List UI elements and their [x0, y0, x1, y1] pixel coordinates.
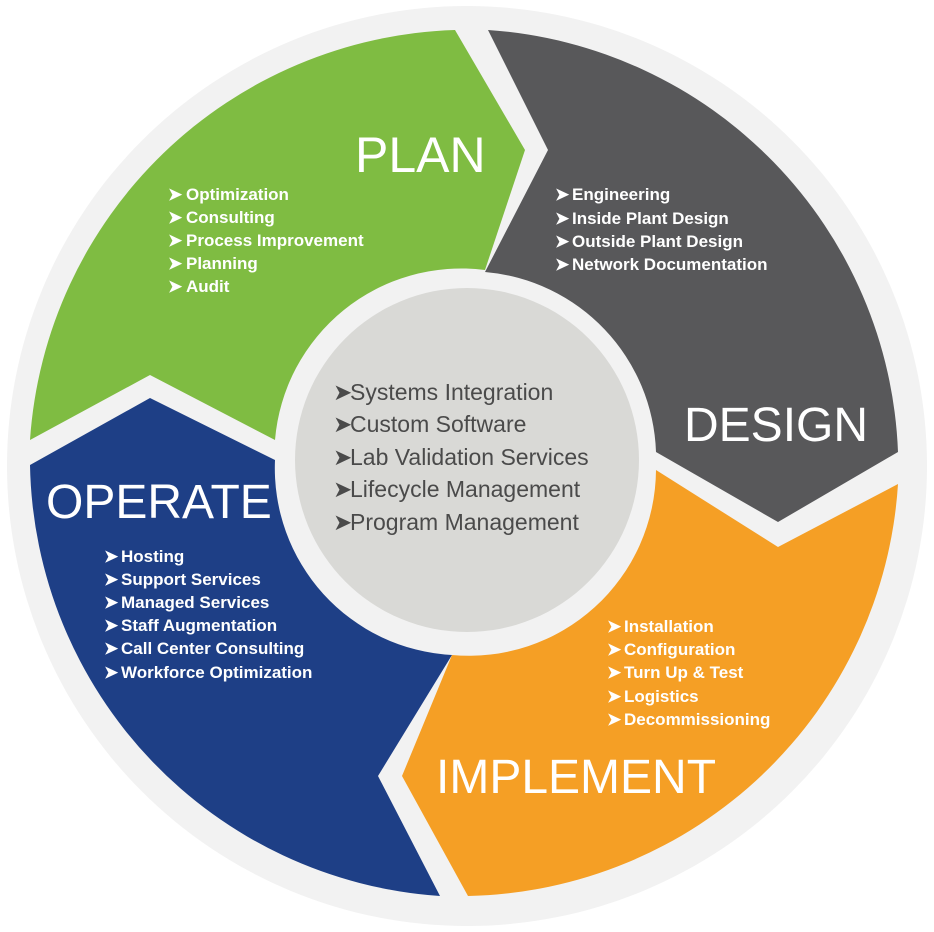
- plan-segment: [30, 30, 525, 440]
- implement-list: ➤ Installation ➤ Configuration ➤ Turn Up…: [607, 617, 770, 729]
- plan-bullet-icon: ➤: [168, 277, 183, 296]
- operate-bullet-icon: ➤: [104, 593, 119, 612]
- operate-bullet-icon: ➤: [104, 616, 119, 635]
- implement-item: Decommissioning: [624, 710, 770, 729]
- operate-bullet-icon: ➤: [104, 570, 119, 589]
- center-bullet-icon: ➤: [333, 509, 352, 535]
- center-item: Systems Integration: [350, 379, 553, 405]
- design-bullet-icon: ➤: [555, 255, 570, 274]
- operate-title: OPERATE: [46, 476, 272, 529]
- plan-item: Planning: [186, 254, 258, 273]
- plan-list: ➤ Optimization ➤ Consulting ➤ Process Im…: [168, 185, 364, 296]
- center-bullet-icon: ➤: [333, 379, 352, 405]
- design-title: DESIGN: [684, 399, 868, 452]
- implement-bullet-icon: ➤: [607, 617, 622, 636]
- design-item: Inside Plant Design: [572, 209, 729, 228]
- implement-item: Installation: [624, 617, 714, 636]
- plan-title: PLAN: [355, 127, 486, 183]
- center-circle: [295, 288, 639, 632]
- operate-bullet-icon: ➤: [104, 663, 119, 682]
- center-bullet-icon: ➤: [333, 476, 352, 502]
- plan-bullet-icon: ➤: [168, 208, 183, 227]
- center-item: Custom Software: [350, 411, 526, 437]
- implement-bullet-icon: ➤: [607, 687, 622, 706]
- operate-item: Managed Services: [121, 593, 269, 612]
- center-item: Program Management: [350, 509, 579, 535]
- plan-item: Process Improvement: [186, 231, 364, 250]
- implement-item: Configuration: [624, 640, 735, 659]
- operate-item: Support Services: [121, 570, 261, 589]
- center-item: Lab Validation Services: [350, 444, 589, 470]
- design-bullet-icon: ➤: [555, 209, 570, 228]
- design-item: Outside Plant Design: [572, 232, 743, 251]
- implement-segment: [402, 470, 898, 896]
- operate-item: Workforce Optimization: [121, 663, 312, 682]
- operate-bullet-icon: ➤: [104, 547, 119, 566]
- design-item: Engineering: [572, 185, 670, 204]
- design-list: ➤ Engineering ➤ Inside Plant Design ➤ Ou…: [555, 185, 768, 274]
- plan-item: Optimization: [186, 185, 289, 204]
- center-item: Lifecycle Management: [350, 476, 581, 502]
- operate-list: ➤ Hosting ➤ Support Services ➤ Managed S…: [104, 547, 312, 682]
- implement-item: Turn Up & Test: [624, 663, 744, 682]
- center-bullet-icon: ➤: [333, 411, 352, 437]
- center-bullet-icon: ➤: [333, 444, 352, 470]
- plan-bullet-icon: ➤: [168, 231, 183, 250]
- operate-item: Call Center Consulting: [121, 639, 304, 658]
- implement-bullet-icon: ➤: [607, 710, 622, 729]
- operate-segment: [30, 398, 452, 896]
- operate-item: Staff Augmentation: [121, 616, 277, 635]
- plan-bullet-icon: ➤: [168, 185, 183, 204]
- implement-item: Logistics: [624, 687, 699, 706]
- design-segment: [485, 30, 898, 522]
- implement-bullet-icon: ➤: [607, 663, 622, 682]
- center-list: ➤ Systems Integration ➤ Custom Software …: [333, 379, 589, 535]
- plan-item: Consulting: [186, 208, 275, 227]
- implement-bullet-icon: ➤: [607, 640, 622, 659]
- implement-title: IMPLEMENT: [436, 751, 716, 804]
- plan-item: Audit: [186, 277, 230, 296]
- design-bullet-icon: ➤: [555, 232, 570, 251]
- design-item: Network Documentation: [572, 255, 768, 274]
- design-bullet-icon: ➤: [555, 185, 570, 204]
- operate-item: Hosting: [121, 547, 184, 566]
- plan-bullet-icon: ➤: [168, 254, 183, 273]
- operate-bullet-icon: ➤: [104, 639, 119, 658]
